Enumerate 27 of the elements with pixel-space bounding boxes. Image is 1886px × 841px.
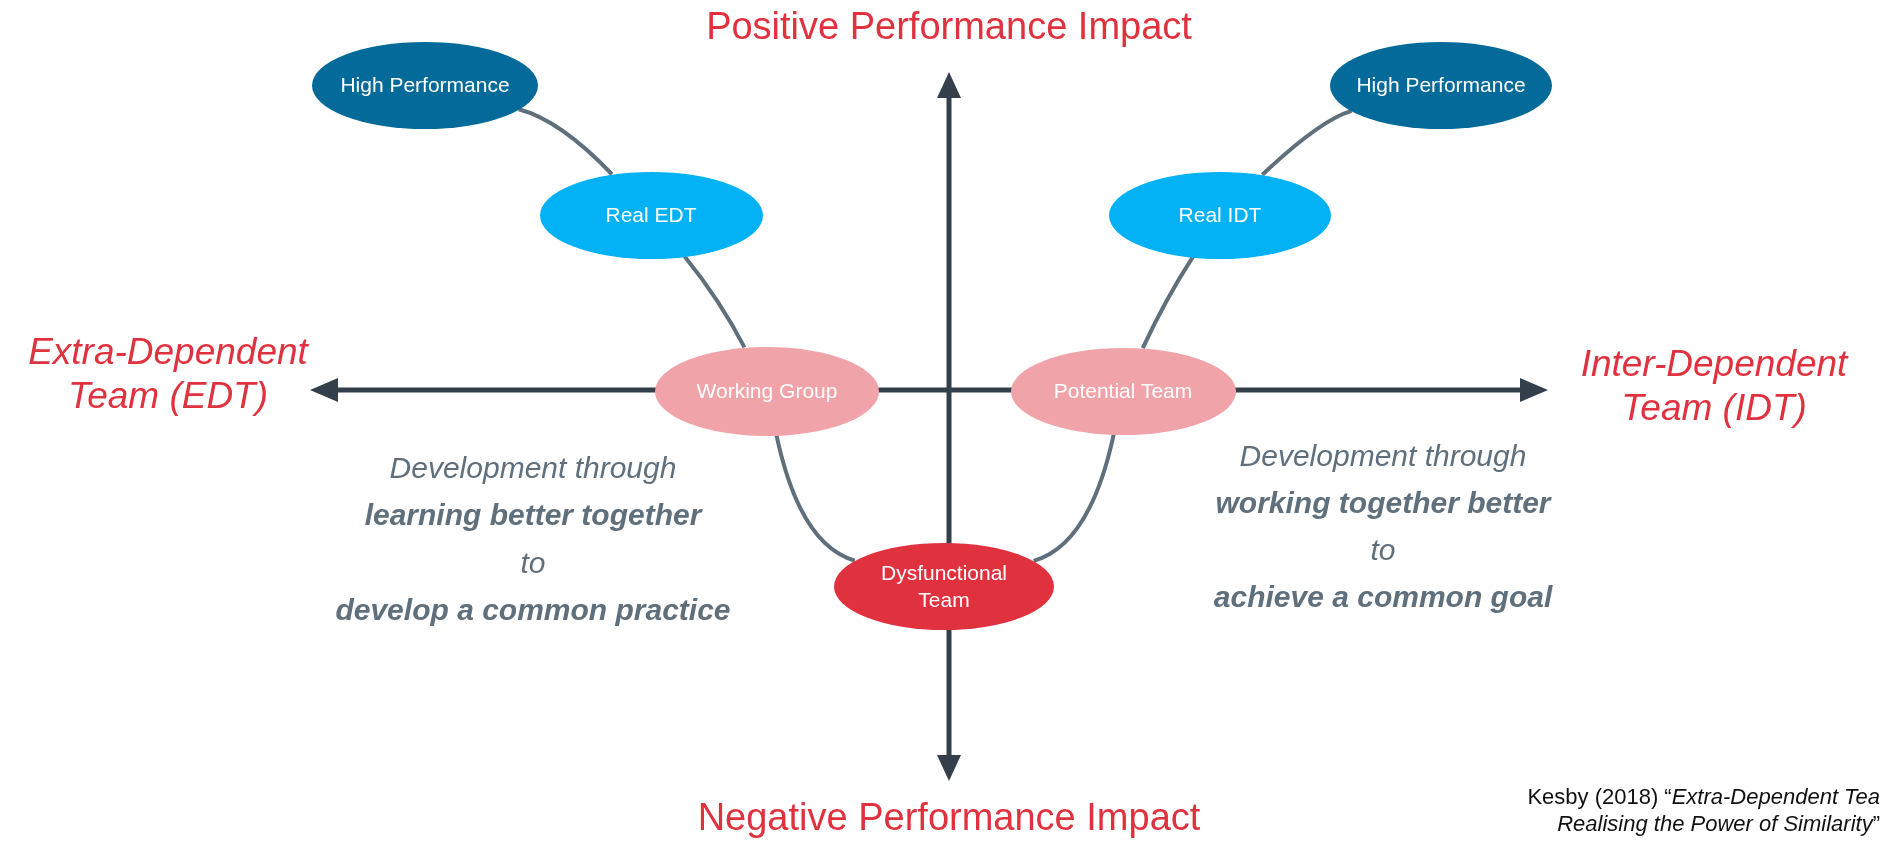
stage-label: Real IDT	[1178, 202, 1262, 229]
description-text: to	[520, 545, 546, 581]
connector-line	[518, 107, 614, 176]
description-text: achieve a common goal	[1213, 579, 1553, 615]
description-text: develop a common practice	[335, 592, 731, 628]
stage-label: Potential Team	[1053, 378, 1193, 405]
connector-line	[774, 434, 856, 563]
axis-title: Negative Performance Impact	[697, 795, 1201, 840]
citation-text: Realising the Power of Similarity”	[1557, 811, 1880, 838]
connector-line	[1033, 433, 1116, 563]
description-text: to	[1370, 532, 1396, 568]
axis-title: Positive Performance Impact	[706, 4, 1192, 49]
description-text: working together better	[1215, 485, 1551, 521]
stage-label: Dysfunctional Team	[879, 559, 1009, 613]
axis-title: Inter-Dependent Team (IDT)	[1579, 342, 1850, 431]
description-text: learning better together	[364, 497, 702, 533]
stage-label: High Performance	[340, 72, 510, 99]
connector-line	[683, 255, 747, 349]
citation-text: Kesby (2018) “Extra-Dependent Tea	[1527, 784, 1880, 811]
stage-label: High Performance	[1356, 72, 1526, 99]
axis-title: Extra-Dependent Team (EDT)	[27, 330, 310, 419]
stage-label: Real EDT	[605, 202, 697, 229]
description-text: Development through	[389, 450, 677, 486]
connector-line	[1260, 108, 1353, 177]
stage-label: Working Group	[696, 378, 838, 405]
connector-line	[1140, 256, 1195, 350]
description-text: Development through	[1239, 438, 1527, 474]
